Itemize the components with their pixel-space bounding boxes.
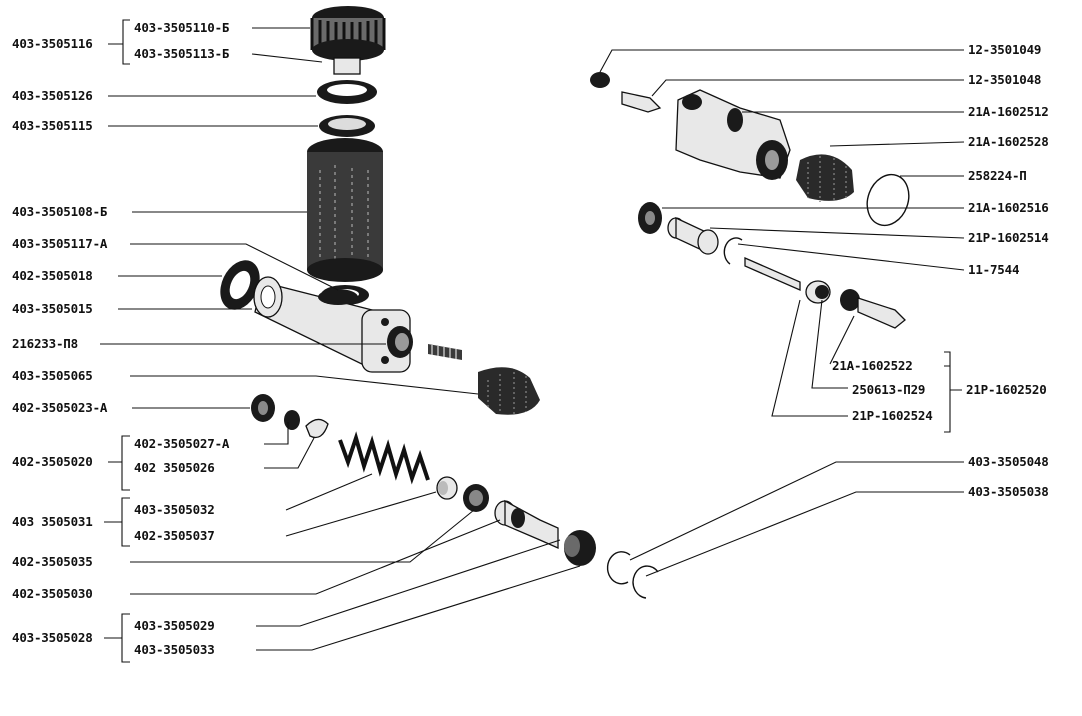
piston [494, 499, 559, 550]
slave-boot [796, 154, 854, 202]
label-403-3505033: 403-3505033 [134, 642, 215, 657]
label-402-3505020: 402-3505020 [12, 454, 93, 469]
adjust-nut [840, 289, 906, 329]
stop-washer [606, 551, 631, 585]
label-403-3505038: 403-3505038 [968, 484, 1049, 499]
bleeder-cap [590, 72, 610, 88]
slave-cup [638, 202, 662, 234]
label-402-3505035: 402-3505035 [12, 554, 93, 569]
label-403-3505108-b: 403-3505108-Б [12, 204, 107, 219]
label-403-3505126: 403-3505126 [12, 88, 93, 103]
label-403-3505117-a: 403-3505117-А [12, 236, 108, 251]
spring-cup [436, 476, 458, 500]
label-403-3505031: 403 3505031 [12, 514, 93, 529]
bleeder-valve [621, 91, 662, 113]
label-403-3505032: 403-3505032 [134, 502, 215, 517]
label-402-3505027-a: 402-3505027-А [134, 436, 230, 451]
dust-boot [478, 367, 540, 415]
label-21r-1602524: 21Р-1602524 [852, 408, 933, 423]
return-spring [338, 431, 430, 485]
label-402-3505026: 402 3505026 [134, 460, 215, 475]
label-403-3505029: 403-3505029 [134, 618, 215, 633]
slave-lock-ring [723, 237, 743, 265]
check-valve [305, 418, 329, 439]
reservoir-gasket [317, 80, 377, 137]
label-21r-1602520: 21Р-1602520 [966, 382, 1047, 397]
label-11-7544: 11-7544 [968, 262, 1019, 277]
label-21a-1602512: 21А-1602512 [968, 104, 1049, 119]
left-labels: 403-3505116 403-3505110-Б 403-3505113-Б … [12, 20, 230, 657]
primary-cup [463, 484, 489, 512]
label-403-3505115: 403-3505115 [12, 118, 93, 133]
label-250613-p29: 250613-П29 [852, 382, 925, 397]
label-403-3505116: 403-3505116 [12, 36, 93, 51]
label-21a-1602522: 21А-1602522 [832, 358, 913, 373]
leader-lines [100, 19, 965, 663]
slave-cylinder-body [675, 89, 791, 180]
lock-ring [632, 565, 659, 599]
label-12-3501049: 12-3501049 [968, 42, 1041, 57]
label-402-3505023-a: 402-3505023-А [12, 400, 108, 415]
reservoir-cap [310, 6, 386, 75]
slave-piston [667, 216, 719, 255]
label-403-3505015: 403-3505015 [12, 301, 93, 316]
retaining-spring-ring [866, 173, 910, 227]
label-21r-1602514: 21Р-1602514 [968, 230, 1049, 245]
label-403-3505113-b: 403-3505113-Б [134, 46, 229, 61]
secondary-cup [564, 530, 596, 566]
label-21a-1602528: 21А-1602528 [968, 134, 1049, 149]
push-rod [744, 257, 831, 304]
label-216233-p8: 216233-П8 [12, 336, 78, 351]
valve-spring-small [284, 410, 300, 430]
label-21a-1602516: 21А-1602516 [968, 200, 1049, 215]
label-12-3501048: 12-3501048 [968, 72, 1041, 87]
label-403-3505065: 403-3505065 [12, 368, 93, 383]
label-403-3505110-b: 403-3505110-Б [134, 20, 229, 35]
label-403-3505048: 403-3505048 [968, 454, 1049, 469]
valve-seat [251, 394, 275, 422]
right-labels: 12-3501049 12-3501048 21А-1602512 21А-16… [832, 42, 1049, 499]
label-258224-p: 258224-П [968, 168, 1027, 183]
master-cylinder-body [253, 276, 413, 373]
reservoir-body [307, 138, 383, 282]
label-402-3505018: 402-3505018 [12, 268, 93, 283]
mounting-bolt [428, 344, 462, 360]
label-403-3505028: 403-3505028 [12, 630, 93, 645]
label-402-3505037: 402-3505037 [134, 528, 215, 543]
label-402-3505030: 402-3505030 [12, 586, 93, 601]
flange-gasket [220, 260, 260, 310]
